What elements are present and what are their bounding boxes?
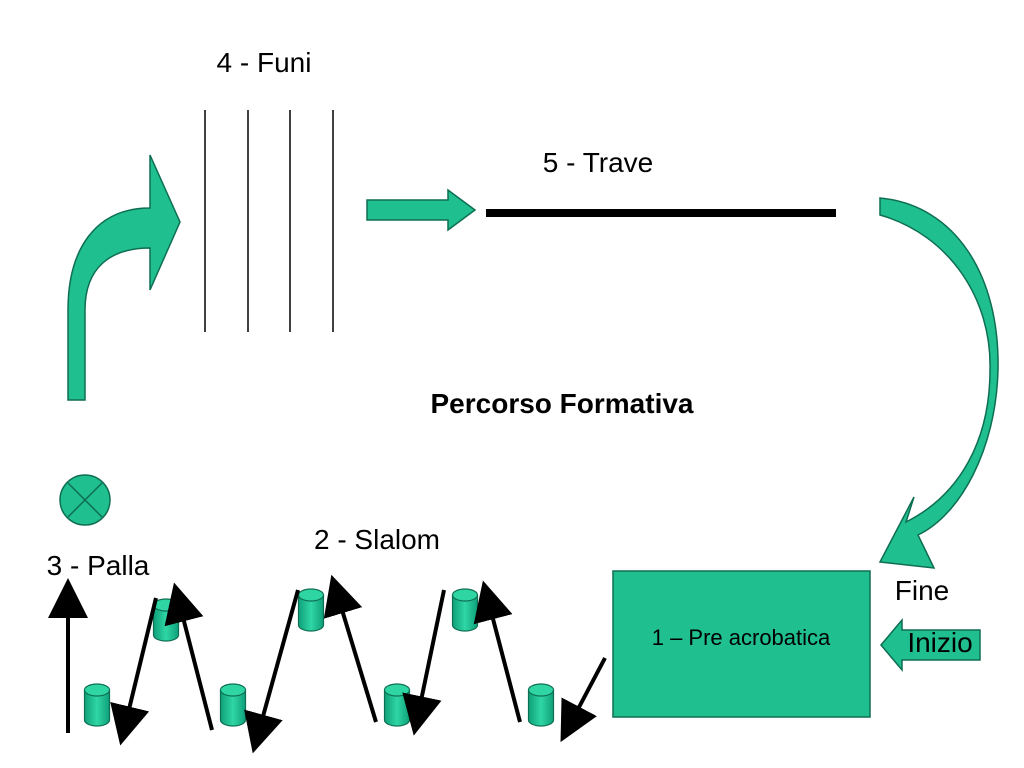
station-label-funi: 4 - Funi bbox=[217, 47, 312, 78]
slalom-arrows bbox=[48, 574, 607, 754]
page-title: Percorso Formativa bbox=[431, 388, 694, 419]
curved-up-right-arrow-icon bbox=[67, 154, 181, 401]
slalom-cone-icon bbox=[451, 588, 479, 632]
slalom-arrow bbox=[323, 574, 378, 723]
slalom-arrow bbox=[164, 582, 214, 731]
slalom-cone-icon bbox=[83, 683, 111, 727]
station-label-palla: 3 - Palla bbox=[47, 550, 150, 581]
slalom-arrow bbox=[110, 597, 158, 746]
station-label-slalom: 2 - Slalom bbox=[314, 524, 440, 555]
pre-acrobatica-box bbox=[612, 570, 871, 718]
slalom-arrow bbox=[402, 589, 446, 736]
station-label-trave: 5 - Trave bbox=[543, 147, 653, 178]
slalom-arrow bbox=[244, 589, 300, 754]
block-arrow-right-icon bbox=[366, 188, 477, 232]
slalom-cone-icon bbox=[219, 683, 247, 727]
slalom-cone-icon bbox=[383, 683, 411, 727]
slalom-cone-icon bbox=[297, 588, 325, 632]
ball-icon bbox=[59, 474, 111, 526]
slalom-arrow bbox=[473, 580, 522, 723]
slalom-cone-icon bbox=[527, 683, 555, 727]
ropes bbox=[204, 110, 334, 332]
station-label-pre-acrobatica: 1 – Pre acrobatica bbox=[652, 625, 831, 650]
start-label: Inizio bbox=[907, 627, 972, 658]
curved-return-arrow-icon bbox=[878, 197, 999, 569]
start-arrow-left-icon bbox=[880, 617, 981, 673]
slalom-arrow bbox=[560, 657, 607, 743]
slalom-cones bbox=[83, 588, 555, 727]
slalom-cone-icon bbox=[152, 598, 180, 642]
end-label: Fine bbox=[895, 575, 949, 606]
